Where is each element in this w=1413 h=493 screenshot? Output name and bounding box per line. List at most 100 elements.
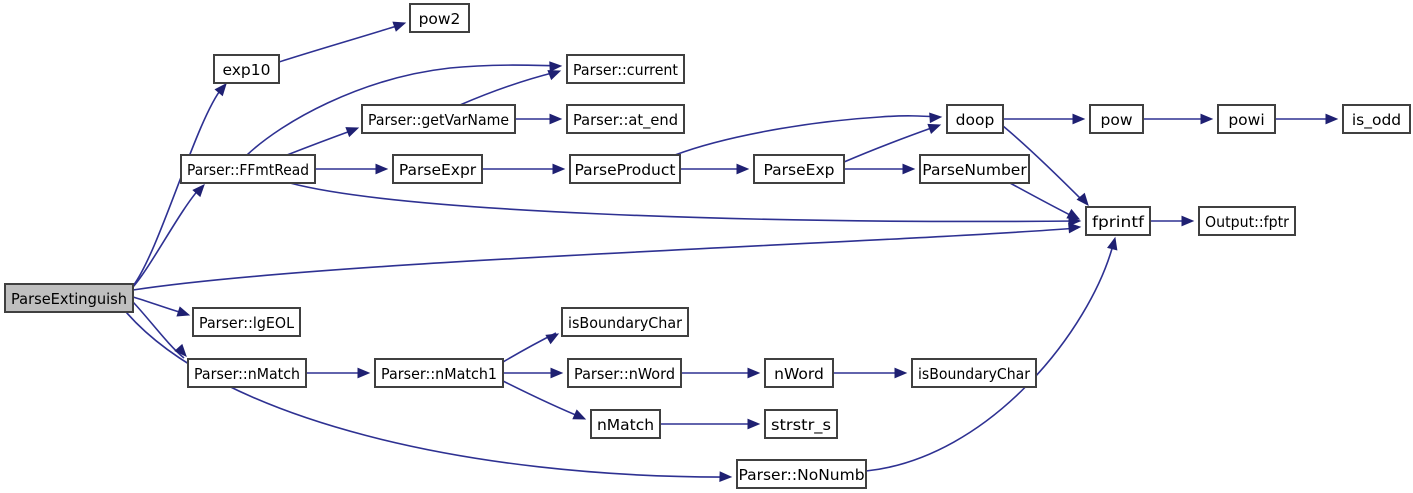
graph-node-isboundary_top[interactable]: isBoundaryChar (561, 307, 689, 337)
node-box-nmatch1[interactable] (374, 358, 504, 388)
node-box-doop[interactable] (946, 104, 1004, 134)
arrowhead-getvarname-at_end (549, 113, 563, 125)
arrowhead-parse_extinguish-exp10 (214, 83, 227, 97)
arrowhead-nmatch1-nmatch (572, 409, 587, 420)
graph-node-parseproduct[interactable]: ParseProduct (569, 154, 681, 184)
arrowhead-exp10-pow2 (392, 21, 407, 32)
arrowhead-parseproduct-doop (929, 112, 943, 124)
node-box-ffmtread[interactable] (180, 154, 316, 184)
arrowhead-parse_extinguish-ffmtread (192, 184, 205, 198)
arrowhead-parse_extinguish-fprintf (1068, 222, 1082, 234)
arrowhead-nonumb-fprintf (1107, 236, 1118, 251)
edges-layer (125, 23, 1335, 478)
node-box-current[interactable] (566, 54, 685, 84)
node-box-parseexp[interactable] (753, 154, 845, 184)
nodes-layer: ParseExtinguish exp10 pow2Parser::FFmtRead… (4, 3, 1411, 489)
call-edge-parse_extinguish-to-exp10 (132, 87, 223, 287)
graph-node-nmatch_p[interactable]: Parser::nMatch (187, 358, 307, 388)
arrowhead-parseexp-parsenumber (902, 163, 916, 175)
graph-node-lgeol[interactable]: Parser::lgEOL (192, 307, 301, 337)
node-box-nword_p[interactable] (567, 358, 682, 388)
node-box-lgeol[interactable] (192, 307, 301, 337)
node-box-fprintf[interactable] (1085, 206, 1151, 236)
graph-node-parse_extinguish[interactable]: ParseExtinguish (4, 283, 134, 313)
arrowhead-pow-powi (1200, 113, 1214, 125)
arrowheads-layer (174, 21, 1339, 482)
call-edge-parseproduct-to-doop (674, 115, 940, 156)
graph-node-getvarname[interactable]: Parser::getVarName (361, 104, 516, 134)
graph-node-current[interactable]: Parser::current (566, 54, 685, 84)
graph-node-at_end[interactable]: Parser::at_end (566, 104, 685, 134)
arrowhead-parseexp-doop (927, 123, 942, 134)
call-edge-ffmtread-to-getvarname (286, 128, 357, 156)
arrowhead-parse_extinguish-nmatch_p (174, 343, 187, 357)
arrowhead-nmatch-strstr_s (747, 418, 761, 430)
graph-node-isboundary_r[interactable]: isBoundaryChar (911, 358, 1037, 388)
graph-node-nword[interactable]: nWord (764, 358, 834, 388)
call-edge-ffmtread-to-fprintf (289, 182, 1079, 223)
node-box-nmatch_p[interactable] (187, 358, 307, 388)
node-box-parsenumber[interactable] (919, 154, 1030, 184)
call-edge-parse_extinguish-to-ffmtread (132, 187, 201, 288)
graph-node-exp10[interactable]: exp10 (213, 54, 280, 84)
arrowhead-ffmtread-current (549, 61, 563, 72)
node-box-nword[interactable] (764, 358, 834, 388)
arrowhead-parse_extinguish-nonumb (719, 471, 733, 482)
graph-node-powi[interactable]: powi (1217, 104, 1276, 134)
node-box-strstr_s[interactable] (764, 409, 838, 439)
graph-node-pow2[interactable]: pow2 (409, 3, 470, 33)
node-box-nonumb[interactable] (736, 459, 867, 489)
graph-node-fprintf[interactable]: fprintf (1085, 206, 1151, 236)
graph-node-is_odd[interactable]: is_odd (1342, 104, 1411, 134)
call-edge-exp10-to-pow2 (278, 23, 404, 63)
call-edge-doop-to-fprintf (1002, 125, 1086, 204)
arrowhead-parsenumber-fprintf (1066, 208, 1081, 220)
arrowhead-fprintf-output_fptr (1181, 215, 1195, 227)
arrowhead-nword-isboundary_r (894, 367, 908, 379)
graph-node-nmatch1[interactable]: Parser::nMatch1 (374, 358, 504, 388)
arrowhead-powi-is_odd (1325, 113, 1339, 125)
call-edge-parseexp-to-doop (843, 125, 938, 163)
node-box-output_fptr[interactable] (1198, 206, 1296, 236)
arrowhead-nmatch1-nword_p (550, 367, 564, 379)
node-box-is_odd[interactable] (1342, 104, 1411, 134)
arrowhead-getvarname-current (547, 70, 562, 81)
node-box-parseexpr[interactable] (392, 154, 483, 184)
arrowhead-doop-fprintf (1076, 192, 1089, 206)
arrowhead-parseexpr-parseproduct (552, 163, 566, 175)
node-box-isboundary_r[interactable] (911, 358, 1037, 388)
node-box-pow[interactable] (1089, 104, 1144, 134)
node-box-at_end[interactable] (566, 104, 685, 134)
node-box-powi[interactable] (1217, 104, 1276, 134)
call-edge-parse_extinguish-to-nonumb (125, 311, 730, 478)
node-box-getvarname[interactable] (361, 104, 516, 134)
arrowhead-nword_p-nword (747, 367, 761, 379)
graph-node-output_fptr[interactable]: Output::fptr (1198, 206, 1296, 236)
call-edge-ffmtread-to-current (246, 64, 560, 156)
node-box-parse_extinguish[interactable] (4, 283, 134, 313)
graph-node-parseexp[interactable]: ParseExp (753, 154, 845, 184)
graph-node-pow[interactable]: pow (1089, 104, 1144, 134)
graph-node-nmatch[interactable]: nMatch (590, 409, 661, 439)
arrowhead-parseproduct-parseexp (736, 163, 750, 175)
node-box-exp10[interactable] (213, 54, 280, 84)
node-box-nmatch[interactable] (590, 409, 661, 439)
node-box-pow2[interactable] (409, 3, 470, 33)
arrowhead-nmatch_p-nmatch1 (357, 367, 371, 379)
call-edge-parsenumber-to-fprintf (1009, 182, 1077, 219)
graph-node-ffmtread[interactable]: Parser::FFmtRead (180, 154, 316, 184)
graph-node-nword_p[interactable]: Parser::nWord (567, 358, 682, 388)
graph-node-nonumb[interactable]: Parser::NoNumb (736, 459, 867, 489)
graph-node-parsenumber[interactable]: ParseNumber (919, 154, 1030, 184)
arrowhead-doop-pow (1072, 113, 1086, 125)
arrowhead-ffmtread-getvarname (345, 127, 360, 138)
graph-node-parseexpr[interactable]: ParseExpr (392, 154, 483, 184)
node-box-isboundary_top[interactable] (561, 307, 689, 337)
graph-node-strstr_s[interactable]: strstr_s (764, 409, 838, 439)
arrowhead-ffmtread-parseexpr (375, 163, 389, 175)
graph-node-doop[interactable]: doop (946, 104, 1004, 134)
node-box-parseproduct[interactable] (569, 154, 681, 184)
arrowhead-parse_extinguish-lgeol (176, 306, 191, 317)
